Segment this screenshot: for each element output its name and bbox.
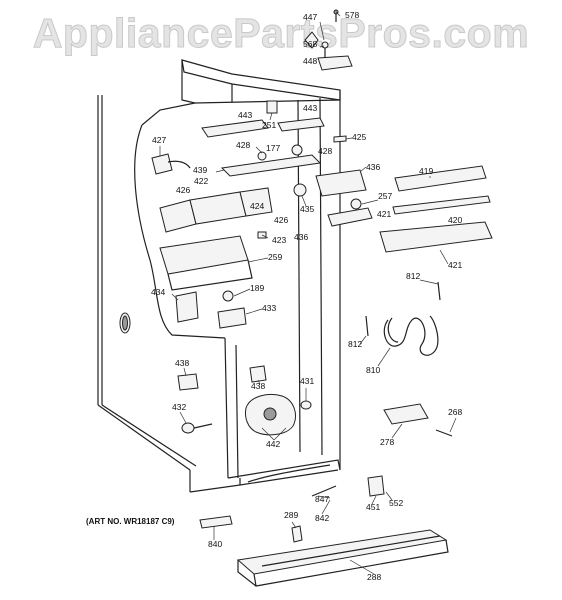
callout-label: 439 [193,165,207,175]
callout-label: 289 [284,510,298,520]
cabinet-outline [97,59,341,493]
callout-label: 426 [274,215,288,225]
mounting-bracket [383,403,453,437]
callout-label: 268 [448,407,462,417]
callout-label: 448 [303,56,317,66]
callout-label: 438 [251,381,265,391]
callout-label: 424 [250,201,264,211]
callout-label: 552 [389,498,403,508]
control-housing [293,169,373,227]
leader-lines [159,11,457,575]
defrost-components [365,165,493,356]
kickplate-grille [236,529,449,587]
callout-label: 432 [172,402,186,412]
callout-label: 435 [300,204,314,214]
callout-label: 436 [366,162,380,172]
callout-label: 288 [367,572,381,582]
lower-left-components [175,290,267,434]
callout-label: 443 [303,103,317,113]
callout-labels: 447 578 568 448 443 251 443 425 427 428 … [151,10,462,582]
callout-label: 578 [345,10,359,20]
callout-label: 810 [366,365,380,375]
callout-label: 451 [366,502,380,512]
callout-label: 433 [262,303,276,313]
callout-label: 840 [208,539,222,549]
bottom-hinge-parts [199,475,385,543]
callout-label: 278 [380,437,394,447]
callout-label: 251 [262,120,276,130]
callout-label: 428 [318,146,332,156]
callout-label: 427 [152,135,166,145]
callout-label: 426 [176,185,190,195]
callout-label: 568 [303,39,317,49]
callout-label: 422 [194,176,208,186]
callout-label: 812 [406,271,420,281]
top-hinge-assembly [304,9,353,71]
callout-label: 431 [300,376,314,386]
callout-label: 438 [175,358,189,368]
evaporator-cover [159,235,253,291]
callout-label: 812 [348,339,362,349]
callout-label: 259 [268,252,282,262]
watermark-text: AppliancePartsPros.com [32,10,530,57]
callout-label: 442 [266,439,280,449]
callout-label: 257 [378,191,392,201]
callout-label: 436 [294,232,308,242]
callout-label: 447 [303,12,317,22]
callout-label: 443 [238,110,252,120]
callout-label: 189 [250,283,264,293]
upper-mounting-plates [201,100,347,177]
callout-label: 420 [448,215,462,225]
callout-label: 428 [236,140,250,150]
callout-label: 419 [419,166,433,176]
callout-label: 177 [266,143,280,153]
damper-housing [151,153,273,239]
callout-label: 421 [377,209,391,219]
fan-motor-assembly [245,394,312,436]
callout-label: 421 [448,260,462,270]
callout-label: 425 [352,132,366,142]
callout-label: 847 [315,494,329,504]
callout-label: 434 [151,287,165,297]
callout-label: 842 [315,513,329,523]
art-number: (ART NO. WR18187 C9) [86,517,175,526]
callout-label: 423 [272,235,286,245]
